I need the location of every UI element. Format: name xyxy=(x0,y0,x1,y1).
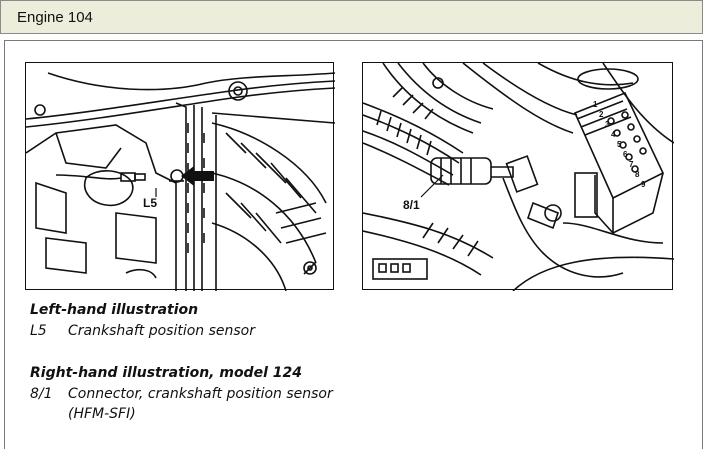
page-header: Engine 104 xyxy=(0,0,703,34)
connector-pin-label: 3 xyxy=(605,120,610,129)
legend-text: Crankshaft position sensor xyxy=(68,323,256,339)
legend-text: Connector, crankshaft position sensor xyxy=(68,386,333,402)
left-callout-label: L5 xyxy=(143,196,157,210)
connector-pin-label: 8 xyxy=(635,170,640,179)
connector-pin-label: 9 xyxy=(641,180,646,189)
left-caption-heading: Left-hand illustration xyxy=(30,302,199,318)
legend-item: 8/1 Connector, crankshaft position sensor xyxy=(30,386,333,402)
legend-continuation: (HFM-SFI) xyxy=(68,406,136,422)
legend-item: L5 Crankshaft position sensor xyxy=(30,323,255,339)
left-illustration: L5 xyxy=(25,62,335,291)
connector-pin-label: 6 xyxy=(623,150,628,159)
engine-crankshaft-sensor-drawing: L5 xyxy=(26,72,335,291)
connector-pin-label: 5 xyxy=(617,140,622,149)
legend-code: 8/1 xyxy=(30,386,53,402)
right-illustration: 1 2 3 4 5 6 7 8 9 8/1 xyxy=(362,62,674,291)
right-caption-heading: Right-hand illustration, model 124 xyxy=(30,365,302,381)
connector-drawing: 1 2 3 4 5 6 7 8 9 8/1 xyxy=(363,63,674,291)
right-callout-label: 8/1 xyxy=(403,198,420,212)
connector-pin-label: 7 xyxy=(629,160,634,169)
connector-pin-label: 4 xyxy=(611,130,616,139)
page-title: Engine 104 xyxy=(17,9,93,26)
connector-pin-label: 2 xyxy=(599,110,604,119)
legend-code: L5 xyxy=(30,323,47,339)
connector-pin-label: 1 xyxy=(593,100,598,109)
